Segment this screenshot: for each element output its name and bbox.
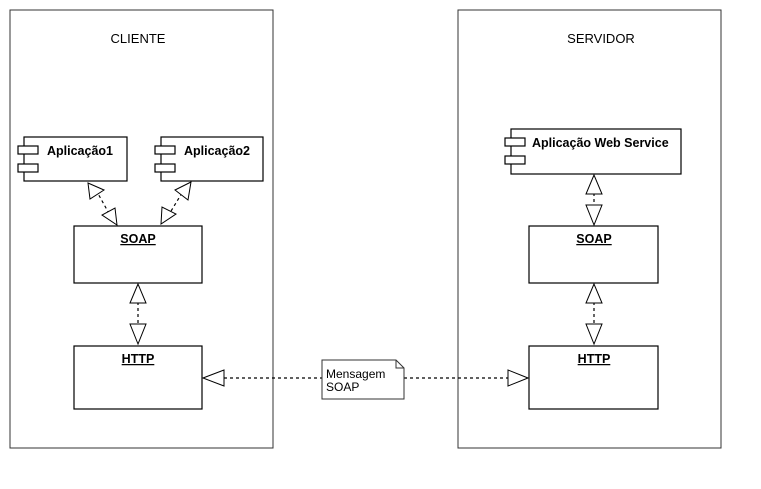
connector-client-soap-http <box>129 282 147 346</box>
open-arrowhead-icon <box>585 323 603 346</box>
component-port-icon <box>154 145 176 155</box>
connector-http-http <box>201 369 530 387</box>
server-component: Aplicação Web Service <box>504 128 682 175</box>
open-arrowhead-icon <box>507 369 530 387</box>
component-port-icon <box>504 155 526 165</box>
client-http-box: HTTP <box>73 345 203 410</box>
open-arrowhead-icon <box>129 282 147 304</box>
client-http-label: HTTP <box>122 352 155 366</box>
open-arrowhead-icon <box>87 182 106 200</box>
component-port-icon <box>17 145 39 155</box>
connector-server-soap-http <box>585 282 603 346</box>
open-arrowhead-icon <box>585 173 603 195</box>
client-soap-box: SOAP <box>73 225 203 284</box>
client-component-2-label: Aplicação2 <box>184 144 250 158</box>
open-arrowhead-icon <box>585 204 603 227</box>
server-title: SERVIDOR <box>567 31 635 46</box>
server-soap-label: SOAP <box>576 232 611 246</box>
component-port-icon <box>17 163 39 173</box>
open-arrowhead-icon <box>201 369 225 387</box>
client-soap-label: SOAP <box>120 232 155 246</box>
client-component-2: Aplicação2 <box>154 136 264 182</box>
open-arrowhead-icon <box>174 181 192 201</box>
server-http-box: HTTP <box>528 345 659 410</box>
component-port-icon <box>154 163 176 173</box>
client-title: CLIENTE <box>111 31 166 46</box>
open-arrowhead-icon <box>160 206 177 225</box>
open-arrowhead-icon <box>585 282 603 304</box>
connector-app2-soap <box>160 181 192 225</box>
connector-app1-soap <box>87 182 118 227</box>
note-line-2: SOAP <box>326 380 359 394</box>
component-port-icon <box>504 137 526 147</box>
server-soap-box: SOAP <box>528 225 659 284</box>
connector-server-app-soap <box>585 173 603 227</box>
note-shape <box>321 359 405 400</box>
server-component-label: Aplicação Web Service <box>532 136 669 150</box>
note-fold-icon <box>395 360 404 369</box>
server-http-label: HTTP <box>578 352 611 366</box>
client-component-1-label: Aplicação1 <box>47 144 113 158</box>
client-component-1: Aplicação1 <box>17 136 128 182</box>
message-note: Mensagem SOAP <box>321 359 405 400</box>
note-line-1: Mensagem <box>326 367 385 381</box>
open-arrowhead-icon <box>129 323 147 346</box>
open-arrowhead-icon <box>101 207 118 227</box>
